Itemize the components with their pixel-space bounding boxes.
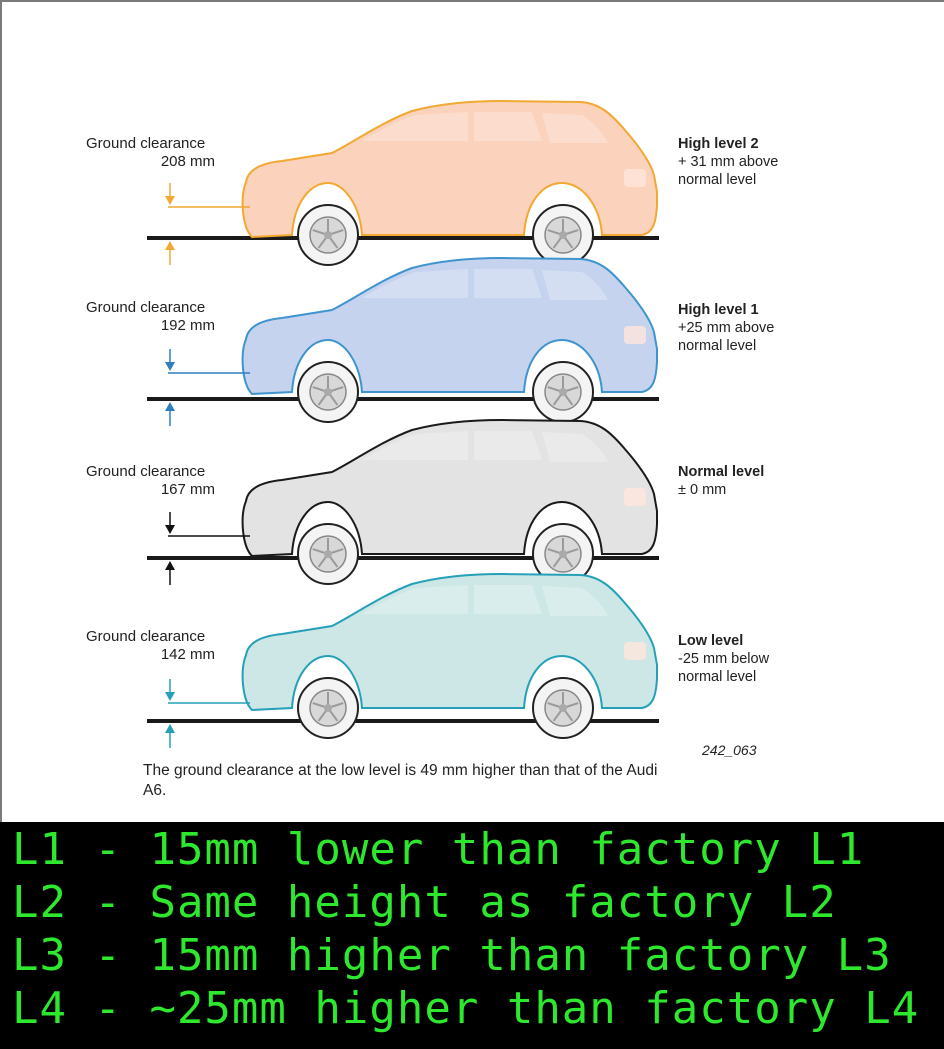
car-body-group (241, 418, 658, 585)
car-windows (362, 585, 608, 616)
car-illustration (147, 256, 659, 426)
ground-clearance-value: 208 mm (160, 153, 215, 170)
car-illustration (147, 572, 659, 748)
note-line: L1 - 15mm lower than factory L1 (12, 824, 865, 875)
wheel-hub (324, 550, 332, 558)
ground-line (147, 719, 659, 723)
level-row-normal: Ground clearance 167 mm Normal level ± 0… (2, 412, 944, 585)
level-title: Normal level (678, 464, 765, 480)
wheel-hub (559, 704, 567, 712)
ground-clearance-label: Ground clearance 192 mm (86, 299, 216, 335)
level-row-high-1: Ground clearance 192 mm High level 1 +25… (2, 252, 944, 426)
car-body (241, 572, 658, 712)
ground-line (147, 556, 659, 560)
level-row-low: Ground clearance 142 mm Low level -25 mm… (2, 572, 944, 748)
ground-line (147, 236, 659, 240)
level-title: Low level (678, 633, 744, 649)
note-line: L2 - Same height as factory L2 (12, 877, 837, 928)
level-offset: -25 mm below (678, 651, 770, 667)
level-description: Low level -25 mm below normal level (678, 632, 878, 686)
ground-clearance-title: Ground clearance (86, 299, 206, 316)
level-title: High level 2 (678, 136, 759, 152)
level-offset: ± 0 mm (678, 482, 727, 498)
wheel-hub (559, 550, 567, 558)
down-arrow-icon (165, 362, 175, 371)
figure-caption: The ground clearance at the low level is… (143, 762, 658, 799)
ground-clearance-label: Ground clearance 208 mm (86, 135, 216, 171)
note-line: L4 - ~25mm higher than factory L4 (12, 983, 920, 1034)
ground-clearance-label: Ground clearance 142 mm (86, 628, 216, 664)
car-body (241, 256, 658, 396)
car-body (241, 418, 658, 558)
wheel-hub (324, 231, 332, 239)
ground-clearance-value: 167 mm (160, 481, 215, 498)
up-arrow-icon (165, 402, 175, 411)
level-offset: + 31 mm above (678, 154, 779, 170)
car-body-group (241, 572, 658, 739)
wheel-hub (324, 704, 332, 712)
car-windows (362, 112, 608, 143)
up-arrow-icon (165, 241, 175, 250)
up-arrow-icon (165, 724, 175, 733)
tail-light (624, 169, 646, 187)
car-illustration (147, 418, 659, 585)
up-arrow-icon (165, 561, 175, 570)
level-reference: normal level (678, 338, 757, 354)
ground-clearance-title: Ground clearance (86, 628, 206, 645)
suspension-level-diagram: Ground clearance 208 mm High level 2 + 3… (0, 0, 944, 822)
car-body-group (241, 256, 658, 423)
ground-line (147, 397, 659, 401)
ground-clearance-title: Ground clearance (86, 135, 206, 152)
tail-light (624, 488, 646, 506)
note-line: L3 - 15mm higher than factory L3 (12, 930, 892, 981)
figure-number: 242_063 (702, 742, 757, 758)
car-illustration (147, 99, 659, 266)
wheel-hub (324, 388, 332, 396)
car-windows (362, 269, 608, 300)
level-title: High level 1 (678, 302, 759, 318)
car-body-group (241, 99, 658, 266)
down-arrow-icon (165, 525, 175, 534)
level-offset: +25 mm above (678, 320, 775, 336)
down-arrow-icon (165, 692, 175, 701)
ground-clearance-label: Ground clearance 167 mm (86, 463, 216, 499)
level-description: High level 2 + 31 mm above normal level (678, 135, 878, 189)
down-arrow-icon (165, 196, 175, 205)
wheel-hub (559, 231, 567, 239)
level-description: Normal level ± 0 mm (678, 463, 878, 499)
car-windows (362, 431, 608, 462)
wheel-hub (559, 388, 567, 396)
tail-light (624, 326, 646, 344)
car-body (241, 99, 658, 239)
ground-clearance-value: 192 mm (160, 317, 215, 334)
level-row-high-2: Ground clearance 208 mm High level 2 + 3… (2, 92, 944, 266)
level-description: High level 1 +25 mm above normal level (678, 301, 878, 355)
ground-clearance-title: Ground clearance (86, 463, 206, 480)
ground-clearance-value: 142 mm (160, 646, 215, 663)
level-reference: normal level (678, 669, 757, 685)
level-reference: normal level (678, 172, 757, 188)
tail-light (624, 642, 646, 660)
annotation-notes: L1 - 15mm lower than factory L1 L2 - Sam… (0, 822, 944, 1049)
